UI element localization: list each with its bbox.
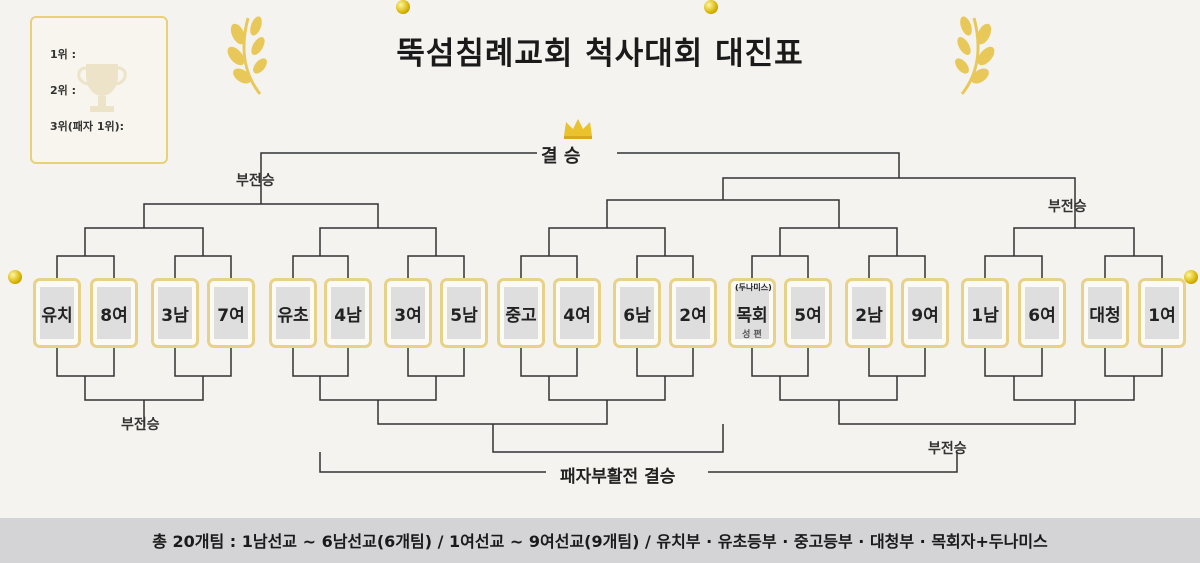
bye-top-right-label: 부전승 (1048, 199, 1087, 215)
team-card: 유치 (33, 278, 81, 348)
team-name: 중고 (504, 287, 538, 339)
team-card: 3여 (384, 278, 432, 348)
team-card: 2남 (845, 278, 893, 348)
team-card: 5남 (440, 278, 488, 348)
team-card: 2여 (669, 278, 717, 348)
final-label: 결 승 (541, 146, 581, 167)
team-card: 8여 (90, 278, 138, 348)
pin-icon (8, 270, 22, 284)
team-card: 중고 (497, 278, 545, 348)
team-card: 대청 (1081, 278, 1129, 348)
team-name: 5여 (791, 287, 825, 339)
team-name: 5남 (447, 287, 481, 339)
laurel-right-icon (955, 16, 995, 95)
team-name: 4남 (331, 287, 365, 339)
team-handwritten-note: 성 편 (742, 330, 762, 340)
footer-text: 총 20개팀 : 1남선교 ~ 6남선교(6개팀) / 1여선교 ~ 9여선교(… (152, 532, 1048, 551)
team-name: 대청 (1088, 287, 1122, 339)
crown-icon (564, 119, 592, 139)
laurel-left-icon (227, 16, 267, 95)
team-name: 4여 (560, 287, 594, 339)
team-card: 6남 (613, 278, 661, 348)
team-name: 7여 (214, 287, 248, 339)
team-name: 8여 (97, 287, 131, 339)
team-card: (두나미스) 목회 성 편 (728, 278, 776, 348)
team-name-box: (두나미스) 목회 성 편 (735, 283, 772, 340)
second-place-label: 2위 : (50, 84, 77, 97)
bye-bottom-right-label: 부전승 (928, 441, 967, 457)
team-card: 7여 (207, 278, 255, 348)
team-card: 3남 (151, 278, 199, 348)
team-card: 6여 (1018, 278, 1066, 348)
bye-top-left-label: 부전승 (236, 173, 275, 189)
team-card: 1여 (1138, 278, 1186, 348)
team-card: 4남 (324, 278, 372, 348)
team-name: 9여 (908, 287, 942, 339)
bye-bottom-left-label: 부전승 (121, 417, 160, 433)
first-place-label: 1위 : (50, 48, 77, 61)
team-name: 6남 (620, 287, 654, 339)
team-name: 6여 (1025, 287, 1059, 339)
loser-final-label: 패자부활전 결승 (560, 467, 676, 487)
ranking-box: 1위 : 2위 : 3위(패자 1위): (30, 16, 168, 164)
team-card: 4여 (553, 278, 601, 348)
team-subtitle: (두나미스) (735, 283, 772, 292)
team-name: 3여 (391, 287, 425, 339)
page-title: 뚝섬침례교회 척사대회 대진표 (396, 36, 804, 72)
team-name: 유초 (276, 287, 310, 339)
trophy-icon (77, 64, 127, 112)
team-name: 1남 (968, 287, 1002, 339)
team-card: 5여 (784, 278, 832, 348)
third-place-label: 3위(패자 1위): (50, 120, 125, 133)
team-card: 1남 (961, 278, 1009, 348)
pin-icon (1184, 270, 1198, 284)
team-card: 9여 (901, 278, 949, 348)
pin-icon (396, 0, 410, 14)
team-name: 유치 (40, 287, 74, 339)
team-name: 목회 (736, 305, 768, 326)
pin-icon (704, 0, 718, 14)
team-name: 1여 (1145, 287, 1179, 339)
team-name: 2남 (852, 287, 886, 339)
team-name: 3남 (158, 287, 192, 339)
team-card: 유초 (269, 278, 317, 348)
footer-bar (0, 518, 1200, 563)
team-name: 2여 (676, 287, 710, 339)
